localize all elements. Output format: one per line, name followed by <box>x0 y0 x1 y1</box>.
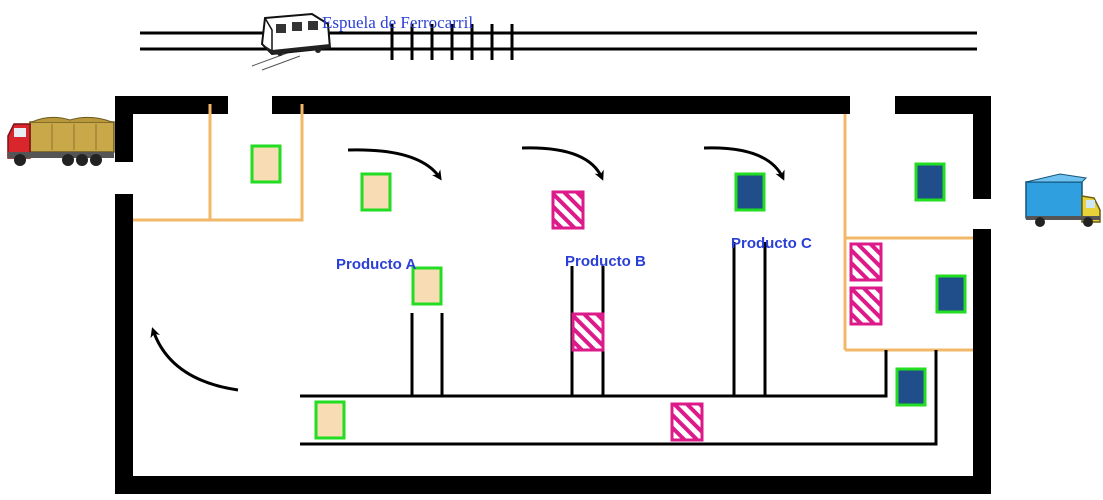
pallet-a <box>411 266 443 306</box>
delivery-truck-icon <box>1025 173 1101 227</box>
zone-label-product-a: Producto A <box>336 256 417 273</box>
pallet-c <box>914 162 946 202</box>
outer-walls <box>115 96 991 494</box>
railway-spur-label: Espuela de Ferrocarril <box>322 13 474 32</box>
pallet-a <box>250 144 282 184</box>
pallets-product-a <box>250 144 443 440</box>
pallets-product-b <box>551 190 883 442</box>
pallet-b <box>551 190 585 230</box>
pallet-b <box>571 312 605 352</box>
flow-arrow-2 <box>521 146 604 181</box>
flow-arrow-3 <box>703 146 785 181</box>
zone-label-product-c: Producto C <box>731 235 812 252</box>
flow-arrows <box>150 146 785 392</box>
office-partitions <box>133 104 973 352</box>
inbound-truck-icon <box>7 116 115 166</box>
pallet-b <box>670 402 704 442</box>
flow-arrow-return <box>150 327 239 392</box>
pallets-product-c <box>734 162 967 407</box>
pallet-b <box>849 286 883 326</box>
rail-ties <box>390 24 514 60</box>
pallet-c <box>895 367 927 407</box>
flow-arrow-1 <box>347 148 442 181</box>
locomotive-icon <box>251 12 332 71</box>
pallet-a <box>314 400 346 440</box>
pallet-b <box>849 242 883 282</box>
pallet-c <box>935 274 967 314</box>
zone-label-product-b: Producto B <box>565 253 646 270</box>
pallet-c <box>734 172 766 212</box>
conveyor-lines <box>300 242 938 446</box>
pallet-a <box>360 172 392 212</box>
